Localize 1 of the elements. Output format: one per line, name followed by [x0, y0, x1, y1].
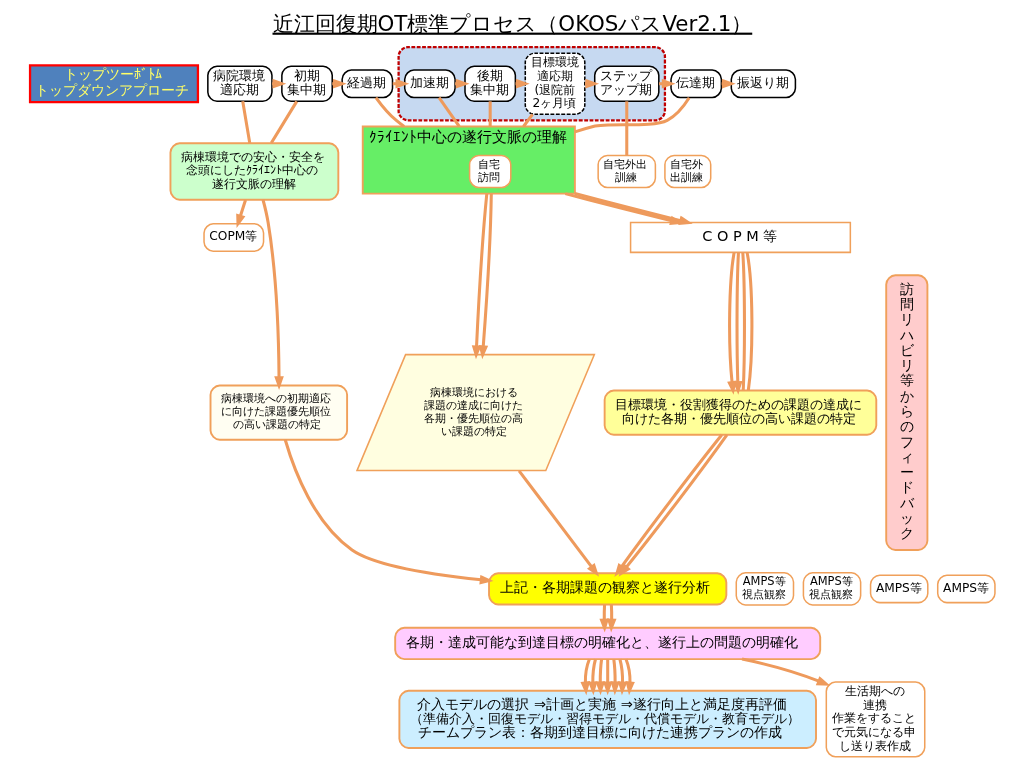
- diagram-title: 近江回復期OT標準プロセス（OKOSパスVer2.1）: [272, 10, 752, 36]
